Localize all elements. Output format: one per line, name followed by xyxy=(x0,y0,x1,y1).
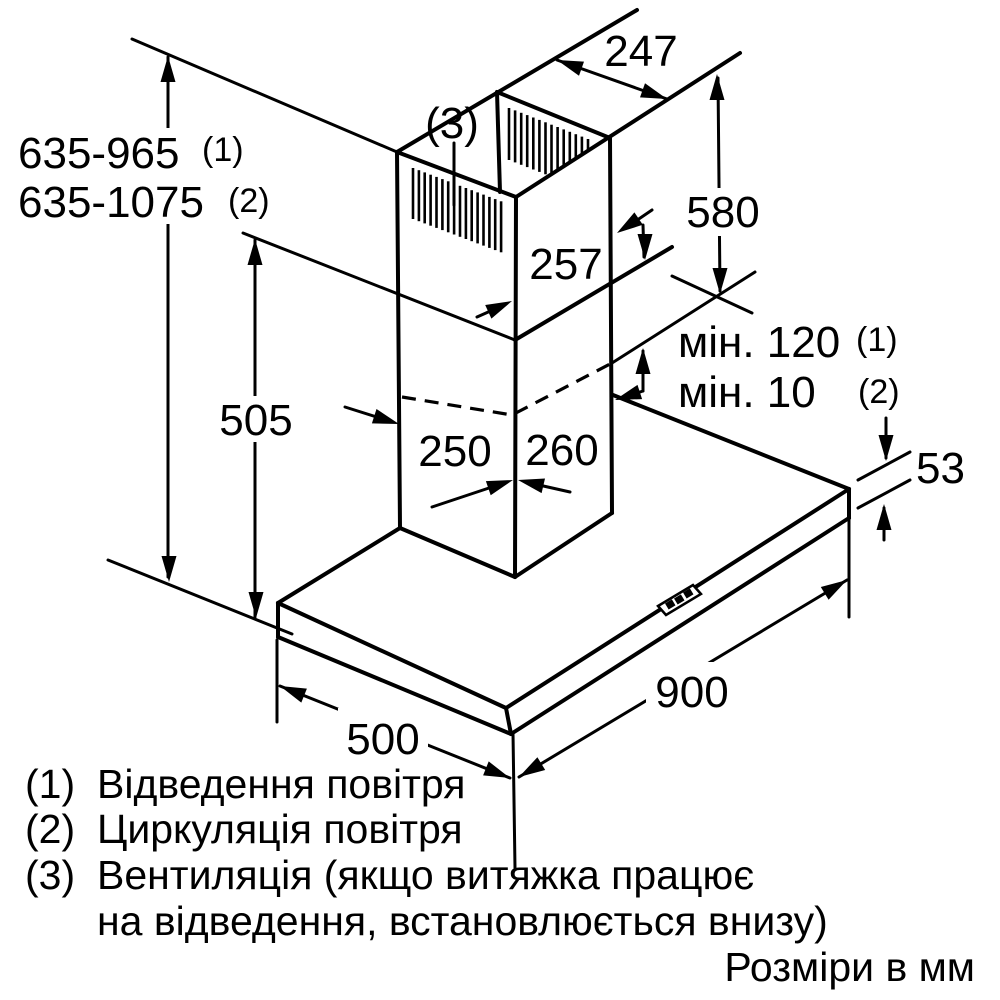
legend-text-1: Відведення повітря xyxy=(97,761,465,807)
chimney-base-right-edge xyxy=(513,511,614,579)
legend-text-3: Вентиляція (якщо витяжка працює xyxy=(97,852,754,898)
dim-height-recirc-ref: (2) xyxy=(228,182,270,220)
canopy-bottom-front-right-edge xyxy=(509,516,851,736)
dim-min-exhaust-label: мін. 120 xyxy=(678,318,840,367)
label-mask xyxy=(210,396,302,442)
dim-500-label: 500 xyxy=(346,715,419,764)
canopy-top-front-left-edge xyxy=(276,601,508,710)
upper-duct-hidden-edge xyxy=(401,361,613,417)
hidden-edge-extension xyxy=(610,270,757,365)
reference-lines xyxy=(106,37,517,636)
dim-min-recirc-ref: (2) xyxy=(858,373,900,411)
legend: (1) Відведення повітря (2) Циркуляція по… xyxy=(25,761,975,990)
dim-257-label: 257 xyxy=(529,240,602,289)
chimney-near-vertical-edge xyxy=(513,195,518,579)
dim-min-exhaust-ref: (1) xyxy=(856,321,898,359)
label-mask xyxy=(646,662,738,712)
chimney-right-vertical-edge xyxy=(608,136,614,515)
vent-callout-label: (3) xyxy=(425,99,479,148)
chimney-back-left-top-edge xyxy=(395,8,639,154)
dim-260 xyxy=(430,301,513,509)
canopy-bottom-front-left-edge xyxy=(276,635,513,736)
chimney-duct xyxy=(395,8,757,579)
dim-257 xyxy=(617,208,654,260)
chimney-joint-line-right xyxy=(513,245,674,342)
control-panel-icon xyxy=(656,583,703,617)
chimney-front-left-top-edge xyxy=(395,150,518,199)
dim-505-label: 505 xyxy=(219,396,292,445)
dim-250-label: 250 xyxy=(418,427,491,476)
dim-250 xyxy=(343,405,572,494)
top-reference-line xyxy=(130,37,399,154)
legend-text-3-wrap: на відведення, встановлюється внизу) xyxy=(97,898,828,944)
dim-53 xyxy=(856,416,912,542)
clearance-reference-tick xyxy=(670,274,754,315)
dim-247 xyxy=(555,58,669,101)
dim-53-label: 53 xyxy=(916,444,965,493)
dim-247-label: 247 xyxy=(604,27,677,76)
label-mask xyxy=(338,708,428,758)
dim-height-recirc-label: 635-1075 xyxy=(18,178,204,227)
dim-min-recirc-label: мін. 10 xyxy=(678,368,816,417)
chimney-left-vertical-edge xyxy=(395,150,402,530)
legend-text-2: Циркуляція повітря xyxy=(97,806,463,852)
canopy-top-back-left-edge xyxy=(276,526,402,605)
dim-height-exhaust-label: 635-965 xyxy=(18,129,179,178)
dim-260-label: 260 xyxy=(525,426,598,475)
chimney-inner-far-corner-edge xyxy=(495,90,502,194)
joint-extension-line xyxy=(241,231,517,342)
chimney-back-right-top-edge xyxy=(495,90,612,140)
units-note: Розміри в мм xyxy=(724,944,975,990)
legend-ref-3: (3) xyxy=(25,852,75,898)
vent-grille-right-icon xyxy=(507,108,590,175)
label-mask xyxy=(12,128,278,224)
chimney-front-right-top-edge xyxy=(514,51,742,199)
chimney-base-left-edge xyxy=(398,526,517,579)
vent-grille-left-icon xyxy=(411,168,503,253)
legend-ref-1: (1) xyxy=(25,761,75,807)
dim-900-label: 900 xyxy=(655,668,728,717)
canopy-top-back-right-edge xyxy=(611,393,851,491)
dimension-labels: 635-965 (1) 635-1075 (2) 247 (3) 257 580… xyxy=(18,27,965,764)
dim-580-label: 580 xyxy=(686,188,759,237)
canopy-near-corner-edge xyxy=(504,706,513,736)
label-mask xyxy=(680,188,766,236)
dim-580 xyxy=(709,74,728,294)
legend-ref-2: (2) xyxy=(25,806,75,852)
hood-canopy xyxy=(276,393,851,736)
bottom-reference-line xyxy=(106,558,294,636)
dim-min-clearance xyxy=(615,348,651,400)
dim-height-exhaust-ref: (1) xyxy=(202,131,244,169)
